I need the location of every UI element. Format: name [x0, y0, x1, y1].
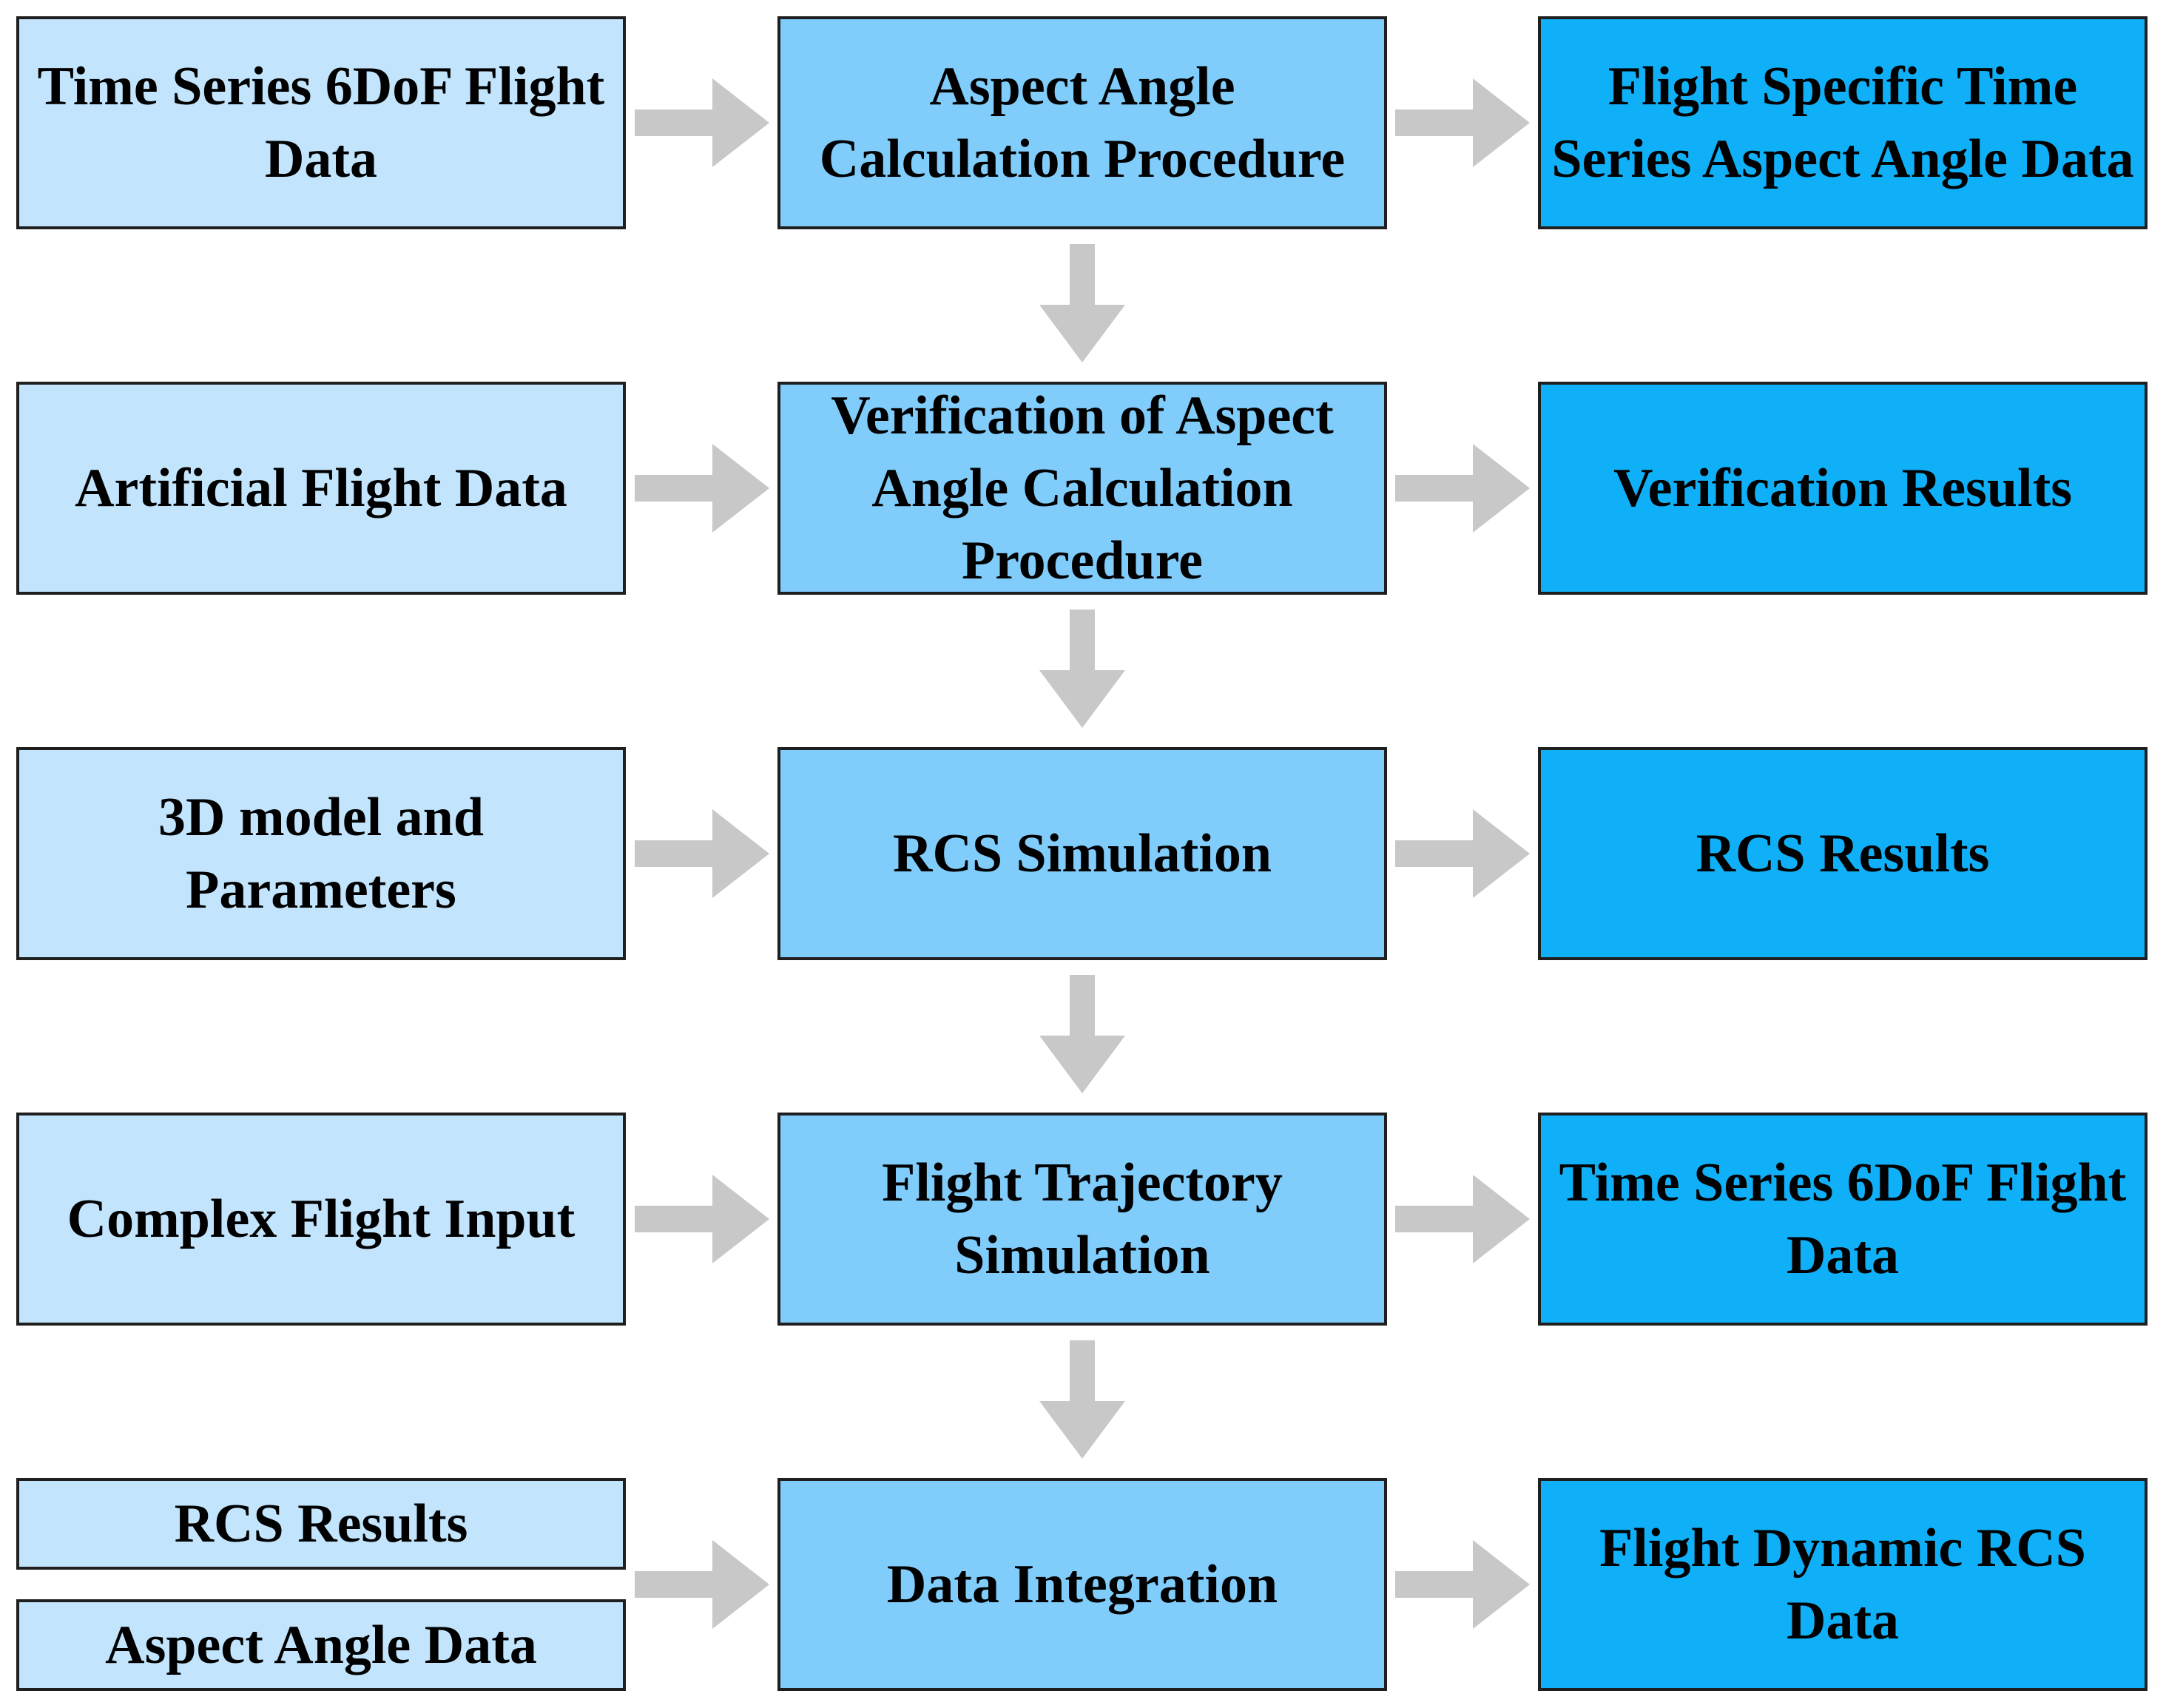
row1-output-label: Flight Specific Time Series Aspect Angle…	[1551, 56, 2134, 189]
arrow-right-icon	[1395, 1175, 1530, 1263]
arrow-right-icon	[1395, 78, 1530, 167]
row3-input-label: 3D model and Parameters	[158, 787, 484, 920]
row3-output-box: RCS Results	[1538, 747, 2148, 960]
arrow-right-icon	[1395, 1540, 1530, 1629]
row1-output-box: Flight Specific Time Series Aspect Angle…	[1538, 16, 2148, 229]
row2-output-label: Verification Results	[1613, 458, 2073, 519]
arrow-down-icon	[1039, 975, 1125, 1093]
arrow-right-icon	[635, 78, 769, 167]
row2-process-label: Verification of Aspect Angle Calculation…	[831, 385, 1334, 591]
row5-input-box-1: RCS Results	[16, 1478, 626, 1570]
row4-input-box: Complex Flight Input	[16, 1113, 626, 1326]
arrow-down-icon	[1039, 1340, 1125, 1459]
row1-input-label: Time Series 6DoF Flight Data	[37, 56, 605, 189]
row2-process-box: Verification of Aspect Angle Calculation…	[777, 382, 1387, 595]
arrow-down-icon	[1039, 244, 1125, 362]
row2-input-box: Artificial Flight Data	[16, 382, 626, 595]
arrow-right-icon	[635, 1540, 769, 1629]
arrow-right-icon	[635, 444, 769, 533]
row1-process-label: Aspect Angle Calculation Procedure	[819, 56, 1346, 189]
row4-output-box: Time Series 6DoF Flight Data	[1538, 1113, 2148, 1326]
row3-output-label: RCS Results	[1696, 823, 1990, 884]
row2-output-box: Verification Results	[1538, 382, 2148, 595]
row5-input-label-2: Aspect Angle Data	[105, 1615, 537, 1675]
row3-process-box: RCS Simulation	[777, 747, 1387, 960]
row1-process-box: Aspect Angle Calculation Procedure	[777, 16, 1387, 229]
row4-process-label: Flight Trajectory Simulation	[882, 1152, 1283, 1286]
row2-input-label: Artificial Flight Data	[75, 458, 567, 519]
arrow-right-icon	[1395, 809, 1530, 898]
row3-input-box: 3D model and Parameters	[16, 747, 626, 960]
row4-input-label: Complex Flight Input	[67, 1189, 576, 1249]
arrow-down-icon	[1039, 610, 1125, 728]
row5-input-label-1: RCS Results	[174, 1493, 468, 1554]
row5-process-box: Data Integration	[777, 1478, 1387, 1691]
row4-output-label: Time Series 6DoF Flight Data	[1559, 1152, 2127, 1286]
row5-output-box: Flight Dynamic RCS Data	[1538, 1478, 2148, 1691]
row3-process-label: RCS Simulation	[893, 823, 1272, 884]
arrow-right-icon	[635, 809, 769, 898]
row5-input-box-2: Aspect Angle Data	[16, 1599, 626, 1691]
arrow-right-icon	[1395, 444, 1530, 533]
row5-process-label: Data Integration	[886, 1554, 1278, 1615]
row4-process-box: Flight Trajectory Simulation	[777, 1113, 1387, 1326]
row5-output-label: Flight Dynamic RCS Data	[1599, 1518, 2086, 1651]
row1-input-box: Time Series 6DoF Flight Data	[16, 16, 626, 229]
arrow-right-icon	[635, 1175, 769, 1263]
